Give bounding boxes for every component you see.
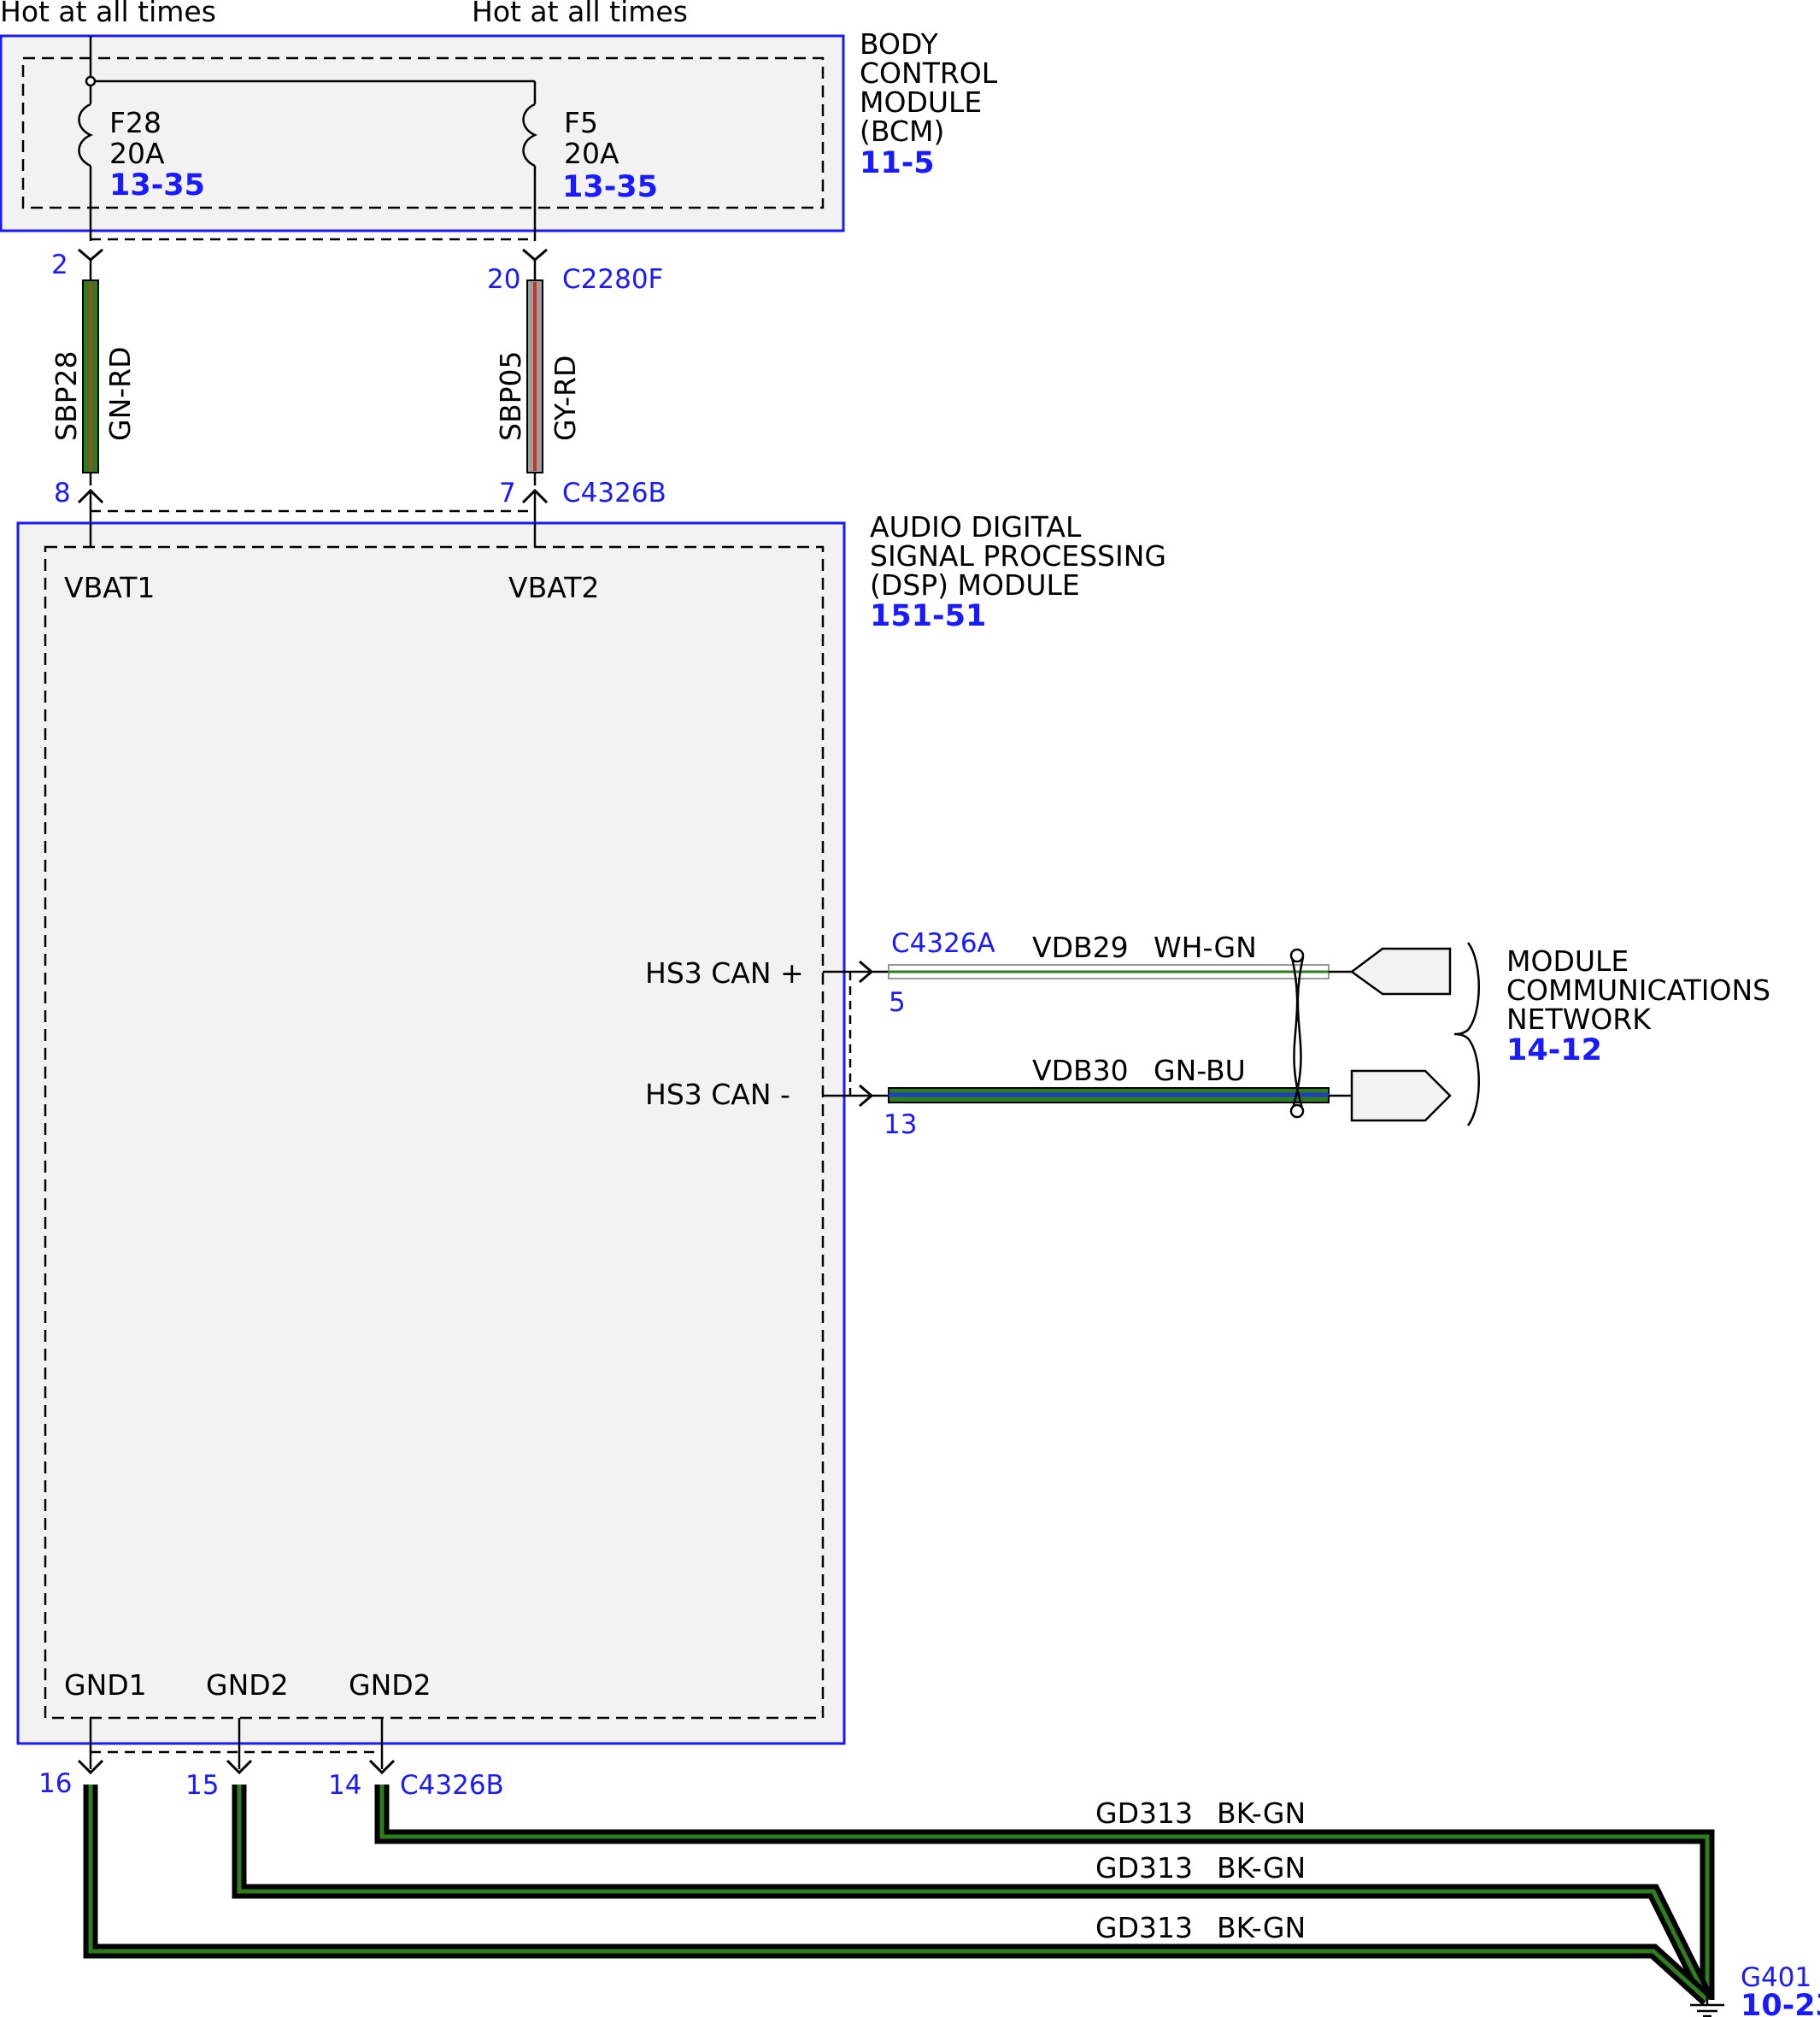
connector-c4326b-bottom[interactable] <box>77 1718 396 1775</box>
network-name-line-2: COMMUNICATIONS <box>1506 973 1770 1007</box>
dsp-pin-gnd1: GND1 <box>64 1668 147 1702</box>
fuse-f5-ref-link[interactable]: 13-35 <box>562 170 658 204</box>
ground-symbol-icon[interactable] <box>1690 1993 1724 2017</box>
network-brace <box>1453 942 1480 1126</box>
network-name-line-3: NETWORK <box>1506 1003 1652 1036</box>
c4326b-top-pin-left: 8 <box>54 478 71 509</box>
fuse-f5-symbol[interactable] <box>522 103 538 241</box>
bcm-module[interactable] <box>0 34 845 232</box>
wire-sbp05[interactable] <box>526 260 543 485</box>
dsp-internal-leads <box>89 523 537 547</box>
dsp-ref-link[interactable]: 151-51 <box>870 599 986 633</box>
c4326a-pin-minus: 13 <box>884 1109 917 1140</box>
fuse-f28-name: F28 <box>109 106 161 139</box>
wire-vdb29-circuit: VDB29 <box>1032 931 1129 964</box>
fuse-f5-name: F5 <box>564 106 598 139</box>
ground-g401-ref-link[interactable]: 10-23 <box>1741 1989 1820 2017</box>
c4326b-bottom-name: C4326B <box>400 1770 504 1801</box>
wire-sbp28[interactable] <box>82 260 99 485</box>
twisted-pair-symbol <box>1289 948 1305 1119</box>
c4326a-name: C4326A <box>891 928 995 959</box>
fuse-f28-symbol[interactable] <box>78 103 94 241</box>
connector-c4326a[interactable] <box>823 960 889 1108</box>
c2280f-name: C2280F <box>562 264 663 295</box>
dsp-pin-can-plus: HS3 CAN + <box>645 956 804 990</box>
c2280f-pin-left: 2 <box>51 250 68 280</box>
wire-sbp05-circuit: SBP05 <box>494 351 527 441</box>
wire-sbp28-circuit: SBP28 <box>50 351 83 441</box>
wire-gd313-pin16-color: BK-GN <box>1217 1911 1306 1944</box>
dsp-module[interactable] <box>16 521 846 1745</box>
network-name-line-1: MODULE <box>1506 944 1629 978</box>
bcm-name-line-3: MODULE <box>860 85 982 119</box>
power-right-label: Hot at all times <box>472 0 688 28</box>
c4326b-top-name: C4326B <box>562 478 666 509</box>
c4326a-pin-plus: 5 <box>889 987 906 1018</box>
wire-sbp05-color: GY-RD <box>549 356 582 441</box>
dsp-name-line-2: SIGNAL PROCESSING <box>870 539 1166 573</box>
wire-vdb30[interactable] <box>888 1087 1352 1103</box>
wire-gd313-pin15[interactable] <box>232 1785 1714 2003</box>
bcm-name-line-2: CONTROL <box>860 56 998 90</box>
connector-c4326b-top[interactable] <box>77 488 549 523</box>
dsp-pin-gnd2-b: GND2 <box>349 1668 432 1702</box>
wire-gd313-pin15-circuit: GD313 <box>1095 1851 1193 1885</box>
dsp-pin-gnd2-a: GND2 <box>206 1668 289 1702</box>
dsp-pin-vbat1: VBAT1 <box>64 571 155 604</box>
bcm-name-line-1: BODY <box>860 27 939 61</box>
wire-gd313-pin15-color: BK-GN <box>1217 1851 1306 1885</box>
connector-c2280f[interactable] <box>78 238 548 262</box>
bcm-name-line-4: (BCM) <box>860 115 944 148</box>
fuse-f28-ref-link[interactable]: 13-35 <box>109 168 205 203</box>
dsp-pin-vbat2: VBAT2 <box>508 571 599 604</box>
network-connector-minus[interactable] <box>1350 1069 1452 1122</box>
bcm-feed-lines <box>85 36 537 104</box>
c2280f-pin-right: 20 <box>487 264 520 295</box>
fuse-f5-rating: 20A <box>564 137 619 170</box>
c4326b-bottom-pin-16: 16 <box>38 1768 72 1799</box>
wire-vdb30-color: GN-BU <box>1154 1054 1246 1087</box>
dsp-name-line-3: (DSP) MODULE <box>870 568 1080 602</box>
wire-gd313-pin16-circuit: GD313 <box>1095 1911 1193 1944</box>
dsp-pin-can-minus: HS3 CAN - <box>645 1078 790 1111</box>
wire-vdb29-color: WH-GN <box>1154 931 1257 964</box>
wire-sbp28-color: GN-RD <box>103 346 137 441</box>
wire-gd313-pin14-color: BK-GN <box>1217 1796 1306 1830</box>
c4326b-bottom-pin-15: 15 <box>185 1770 219 1801</box>
wire-vdb29[interactable] <box>888 964 1352 979</box>
wire-gd313-pin14-circuit: GD313 <box>1095 1796 1193 1830</box>
dsp-name-line-1: AUDIO DIGITAL <box>870 510 1082 544</box>
network-connector-plus[interactable] <box>1349 947 1452 996</box>
power-left-label: Hot at all times <box>0 0 216 28</box>
fuse-f28-rating: 20A <box>109 137 165 170</box>
bcm-ref-link[interactable]: 11-5 <box>860 146 935 180</box>
wire-gd313-pin16[interactable] <box>83 1785 1712 2006</box>
ground-g401-name: G401 <box>1741 1962 1811 1993</box>
c4326b-bottom-pin-14: 14 <box>328 1770 361 1801</box>
c4326b-top-pin-right: 7 <box>499 478 516 509</box>
network-ref-link[interactable]: 14-12 <box>1506 1033 1602 1067</box>
wire-gd313-pin14[interactable] <box>374 1785 1715 2000</box>
wire-vdb30-circuit: VDB30 <box>1032 1054 1129 1087</box>
